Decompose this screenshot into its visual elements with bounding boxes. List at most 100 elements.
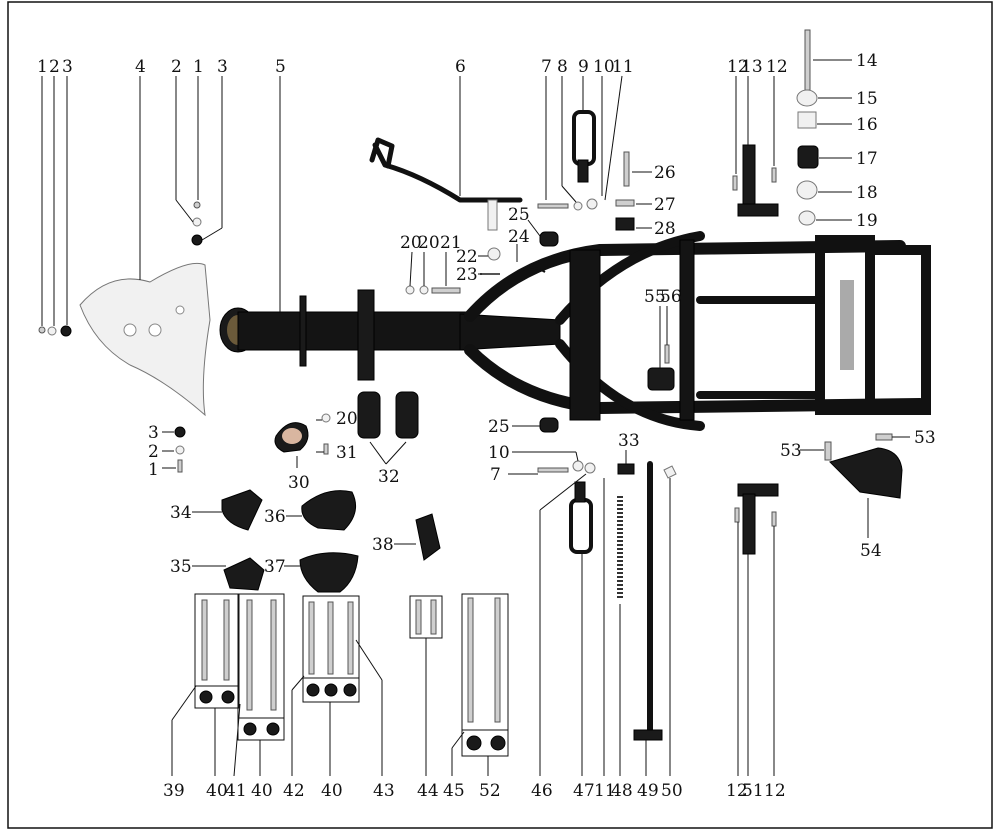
callout-40: 40 bbox=[206, 781, 228, 801]
washer-2-bottom bbox=[175, 445, 185, 455]
callout-13: 13 bbox=[741, 57, 763, 77]
washer-20-a bbox=[405, 285, 415, 295]
callout-53: 53 bbox=[914, 428, 936, 448]
washer-40-c3 bbox=[343, 683, 357, 697]
callout-3: 3 bbox=[62, 57, 73, 77]
frame-cross-post bbox=[679, 239, 695, 421]
callout-1: 1 bbox=[37, 57, 48, 77]
bolt-21 bbox=[431, 287, 461, 294]
callout-18: 18 bbox=[856, 183, 878, 203]
nut-3-bottom bbox=[174, 426, 186, 438]
callout-43: 43 bbox=[373, 781, 395, 801]
washer-40-a1 bbox=[199, 690, 213, 704]
callout-8: 8 bbox=[557, 57, 568, 77]
callout-6: 6 bbox=[455, 57, 466, 77]
callout-12: 12 bbox=[726, 781, 748, 801]
washer-40-c1 bbox=[306, 683, 320, 697]
callout-20: 20 bbox=[336, 409, 358, 429]
callout-11: 11 bbox=[612, 57, 634, 77]
skid-plate bbox=[79, 262, 211, 417]
callout-12: 12 bbox=[727, 57, 749, 77]
skid-plate-hole bbox=[175, 305, 185, 315]
footpeg-upper bbox=[572, 110, 596, 166]
callout-17: 17 bbox=[856, 149, 878, 169]
callout-56: 56 bbox=[660, 287, 682, 307]
callout-49: 49 bbox=[637, 781, 659, 801]
guard-54 bbox=[829, 447, 903, 499]
down-tube bbox=[237, 311, 469, 351]
washer-20-b bbox=[419, 285, 429, 295]
bolt-33 bbox=[617, 463, 635, 475]
callout-47: 47 bbox=[573, 781, 595, 801]
bracket-51 bbox=[742, 493, 756, 555]
callout-9: 9 bbox=[578, 57, 589, 77]
bolt-1-bottom bbox=[177, 459, 183, 473]
washer-40-b2 bbox=[266, 722, 280, 736]
bolt-45-b bbox=[494, 597, 501, 723]
callout-33: 33 bbox=[618, 431, 640, 451]
bushing-17 bbox=[797, 145, 819, 169]
footpeg-lower-mount bbox=[574, 481, 586, 503]
washer-40-box-c bbox=[302, 677, 360, 703]
bolt-45-a bbox=[467, 597, 474, 723]
frame-hole bbox=[909, 376, 917, 384]
washer-40-a2 bbox=[221, 690, 235, 704]
washer-46 bbox=[584, 462, 596, 474]
washer-52-box bbox=[461, 729, 509, 757]
bracket-13-foot bbox=[737, 203, 779, 217]
washer-22 bbox=[487, 247, 501, 261]
callout-1: 1 bbox=[193, 57, 204, 77]
nut-3-top bbox=[191, 234, 203, 246]
callout-3: 3 bbox=[217, 57, 228, 77]
bolt-set-44-box bbox=[409, 595, 443, 639]
frame-center-post bbox=[569, 249, 601, 421]
callout-4: 4 bbox=[135, 57, 146, 77]
clamp-30-inner bbox=[282, 428, 302, 444]
bolt-12-b bbox=[771, 167, 777, 183]
bolt-44-b bbox=[430, 599, 437, 635]
bolt-39-b bbox=[223, 599, 230, 681]
callout-22: 22 bbox=[456, 247, 478, 267]
bolt-39-a bbox=[201, 599, 208, 681]
bracket-32-left bbox=[357, 391, 381, 439]
spring-24 bbox=[509, 266, 546, 283]
callout-14: 14 bbox=[856, 51, 878, 71]
bracket-38 bbox=[415, 513, 441, 561]
main-frame bbox=[219, 231, 931, 431]
nut-50 bbox=[663, 465, 677, 479]
callout-20: 20 bbox=[418, 233, 440, 253]
callout-16: 16 bbox=[856, 115, 878, 135]
bolt-31 bbox=[323, 443, 329, 455]
bracket-13 bbox=[742, 144, 756, 206]
callout-19: 19 bbox=[856, 211, 878, 231]
callout-42: 42 bbox=[283, 781, 305, 801]
bolt-1-top bbox=[193, 201, 201, 209]
callout-38: 38 bbox=[372, 535, 394, 555]
frame-hole bbox=[909, 298, 917, 306]
callout-32: 32 bbox=[378, 467, 400, 487]
callout-15: 15 bbox=[856, 89, 878, 109]
collar-27 bbox=[615, 199, 635, 207]
frame-bracket bbox=[357, 289, 375, 381]
washer-52-b bbox=[490, 735, 506, 751]
brake-pedal-pivot bbox=[487, 199, 498, 231]
callout-34: 34 bbox=[170, 503, 192, 523]
callout-25: 25 bbox=[488, 417, 510, 437]
bracket-55 bbox=[647, 367, 675, 391]
washer-10-upper bbox=[586, 198, 598, 210]
callout-11: 11 bbox=[594, 781, 616, 801]
callout-51: 51 bbox=[742, 781, 764, 801]
bolt-26 bbox=[623, 151, 630, 187]
callout-55: 55 bbox=[644, 287, 666, 307]
washer-40-b1 bbox=[243, 722, 257, 736]
footpeg-lower bbox=[569, 498, 593, 554]
callout-12: 12 bbox=[764, 781, 786, 801]
frame-highlight bbox=[840, 280, 854, 370]
washer-40-box-a bbox=[194, 685, 240, 709]
bolt-12-d bbox=[771, 511, 777, 527]
page-border bbox=[7, 1, 993, 829]
callout-2: 2 bbox=[148, 442, 159, 462]
callout-7: 7 bbox=[490, 465, 501, 485]
brake-pedal-tip bbox=[369, 137, 395, 169]
callout-20: 20 bbox=[400, 233, 422, 253]
